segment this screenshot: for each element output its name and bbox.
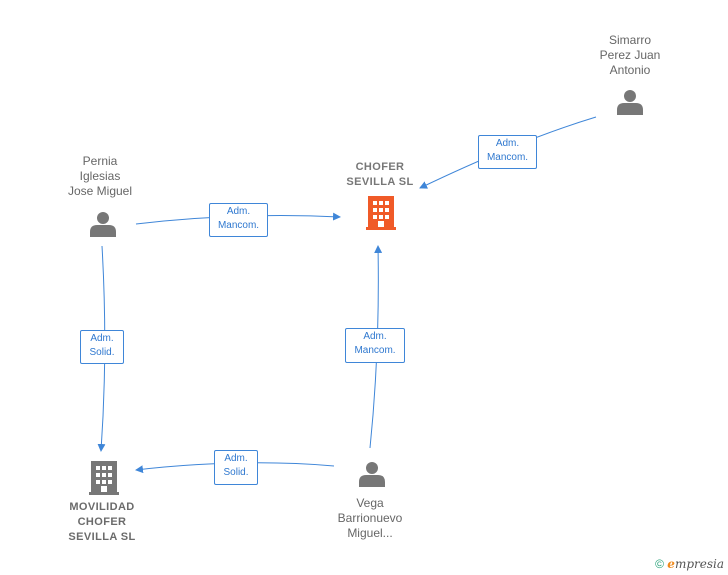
edge-label-line2: Solid.	[223, 467, 249, 478]
building-icon-movilidad[interactable]	[89, 461, 119, 495]
person-icon-simarro[interactable]	[617, 90, 643, 115]
edge-label-line2: Mancom.	[354, 345, 396, 356]
building-icon-chofer[interactable]	[366, 196, 396, 230]
edge-label-line2: Mancom.	[486, 152, 529, 163]
edge-label-vega-movilidad[interactable]: Adm. Solid.	[214, 450, 258, 485]
node-label-pernia[interactable]: Pernia Iglesias Jose Miguel	[67, 154, 133, 198]
node-label-chofer[interactable]: CHOFER SEVILLA SL	[346, 161, 414, 188]
edge-label-line1: Adm.	[90, 333, 114, 344]
person-icon-vega[interactable]	[359, 462, 385, 487]
edge-label-line1: Adm.	[224, 453, 248, 464]
footer-brand[interactable]: © empresia	[655, 557, 724, 571]
node-label-vega[interactable]: Vega Barrionuevo Miguel...	[337, 496, 403, 540]
edge-label-vega-chofer[interactable]: Adm. Mancom.	[345, 328, 405, 363]
edge-label-simarro-chofer[interactable]: Adm. Mancom.	[478, 135, 537, 169]
edge-label-line2: Mancom.	[217, 220, 260, 231]
copyright-icon: ©	[655, 557, 664, 571]
brand-logo: empresia	[667, 557, 724, 571]
edge-label-pernia-movilidad[interactable]: Adm. Solid.	[80, 330, 124, 364]
edge-label-line1: Adm.	[363, 331, 387, 342]
edge-label-line2: Solid.	[89, 347, 115, 358]
edge-label-pernia-chofer[interactable]: Adm. Mancom.	[209, 203, 268, 237]
node-label-movilidad[interactable]: MOVILIDAD CHOFER SEVILLA SL	[68, 501, 136, 543]
person-icon-pernia[interactable]	[90, 212, 116, 237]
edge-label-line1: Adm.	[226, 206, 251, 217]
edge-label-line1: Adm.	[495, 138, 520, 149]
node-label-simarro[interactable]: Simarro Perez Juan Antonio	[599, 33, 661, 77]
